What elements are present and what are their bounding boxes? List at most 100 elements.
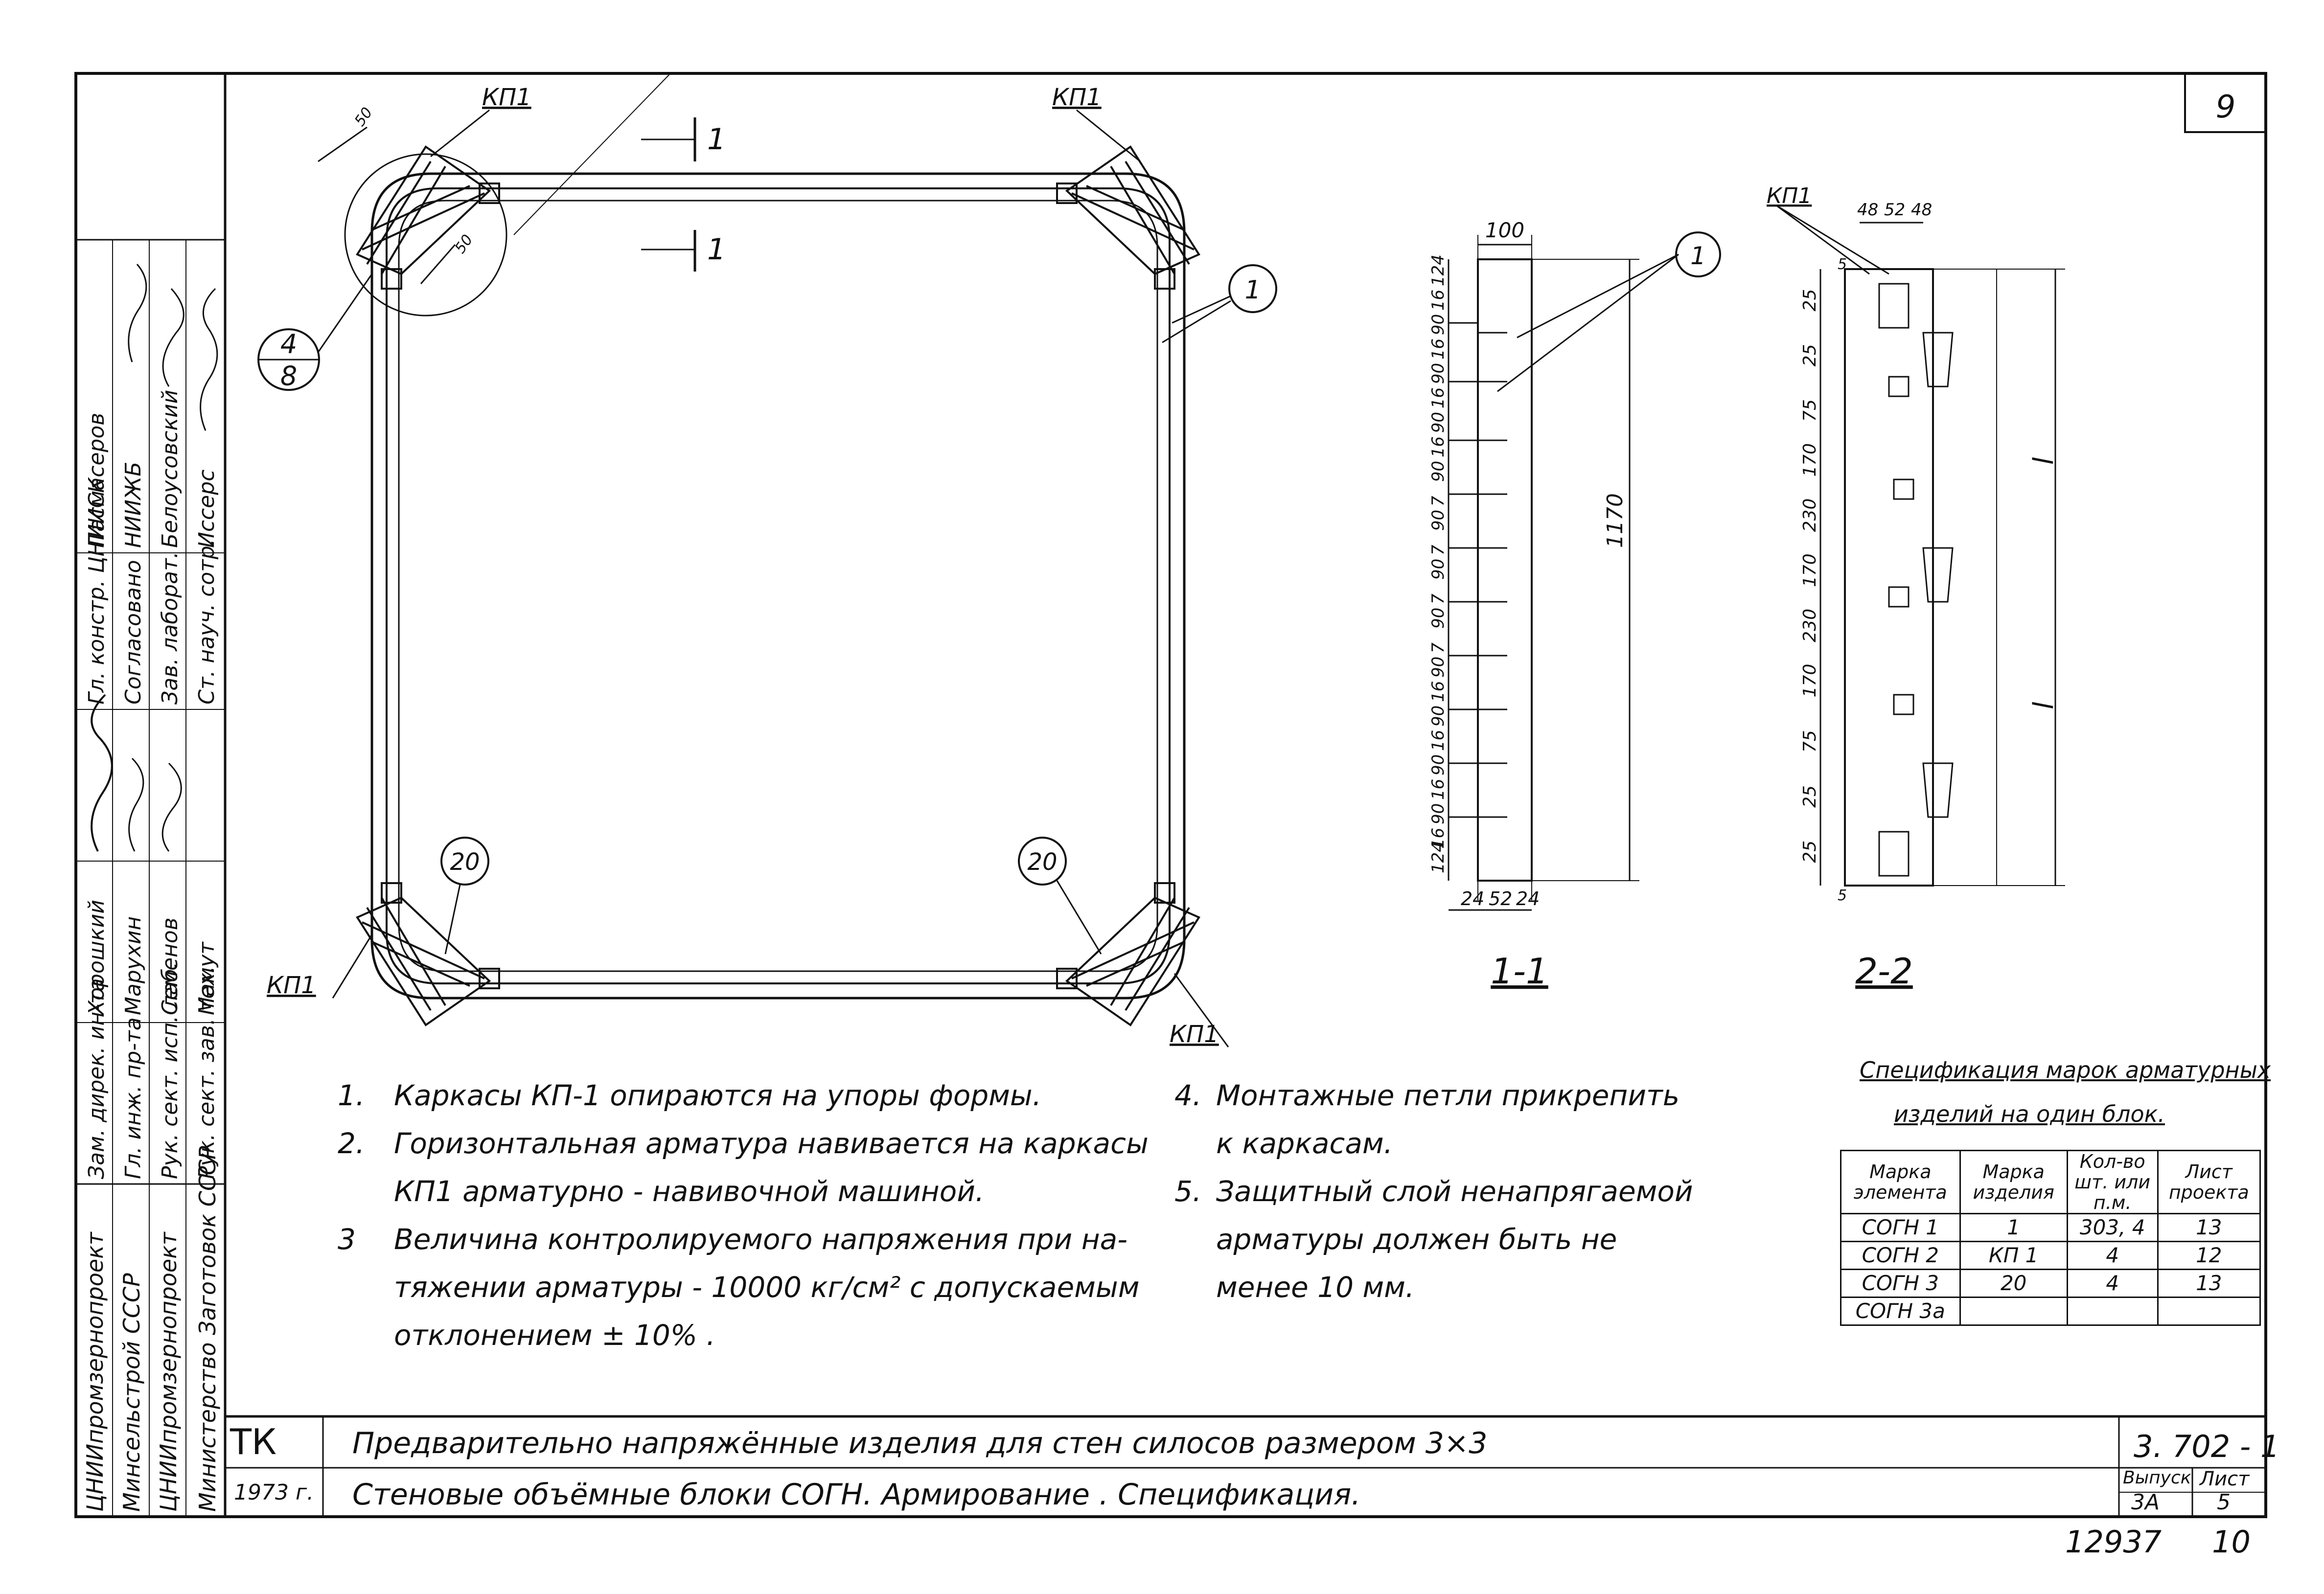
title-block-code: ТК (230, 1421, 277, 1462)
section-1-1-left-dim-2: 16 (1428, 290, 1448, 311)
dim-50-inner: 50 (452, 231, 477, 256)
section-1-1-title: 1-1 (1491, 951, 1548, 992)
spec-header-element: Марка элемента (1840, 1150, 1961, 1214)
section-1-1-left-dim-8: 16 (1428, 436, 1448, 457)
kp1-label-bottom-right: КП1 (1170, 1021, 1219, 1048)
section-1-1-left-dim-24: 16 (1428, 828, 1448, 849)
approval-position2-2: Согласовано (121, 560, 146, 705)
section-1-1-left-dim-25: 124 (1428, 842, 1448, 873)
approval-name-3: Семенов (158, 917, 183, 1015)
section-2-2-small-bottom: 5 (1838, 887, 1847, 904)
section-2-2-left-dim-9: 75 (1800, 730, 1820, 752)
spec-cell (2157, 1297, 2261, 1326)
section-1-1-bottom-dim-2: 52 (1489, 888, 1512, 910)
section-1-1-left-dim-18: 16 (1428, 681, 1448, 702)
section-1-1-left-dim-1: 124 (1428, 254, 1448, 286)
approval-name-2: Марухин (121, 916, 146, 1015)
spec-header-item: Марка изделия (1959, 1150, 2068, 1214)
section-1-1-left-dim-21: 90 (1428, 754, 1448, 775)
section-2-2: l l КП1 48 52 48 5 5 2-2 252575170230170… (1767, 183, 2065, 992)
approval-name-4: Мамут (194, 941, 219, 1015)
section-2-2-left-dim-5: 230 (1800, 499, 1820, 532)
org-line-4: Министерство Заготовок СССР (194, 1146, 221, 1512)
section-2-2-left-dim-8: 170 (1800, 664, 1820, 698)
section-1-1-left-dim-14: 7 (1428, 593, 1448, 604)
dim-50-top: 50 (351, 104, 376, 129)
section-1-1-left-dim-13: 90 (1428, 559, 1448, 580)
signature-1 (91, 694, 113, 852)
section-1-1-left-dim-16: 7 (1428, 642, 1448, 653)
sheet-number: 9 (2216, 89, 2236, 125)
detail-ref-top: 4 (280, 329, 297, 360)
section-2-2-left-dim-3: 75 (1800, 399, 1820, 422)
section-1-1-left-dim-7: 90 (1428, 412, 1448, 433)
section-1-1-left-dim-12: 7 (1428, 545, 1448, 555)
approval-position2-3: Зав. лаборат. (158, 551, 183, 705)
spec-cell: КП 1 (1959, 1241, 2068, 1270)
section-1-1-wall (1477, 258, 1533, 882)
signature-2 (128, 757, 144, 852)
detail-circle (344, 153, 507, 317)
section-1-1-left-dim-3: 90 (1428, 314, 1448, 335)
archive-number: 12937 (2065, 1524, 2162, 1560)
title-block-line-2: Стеновые объёмные блоки СОГН. Армировани… (352, 1478, 1361, 1512)
section-2-2-small-top: 5 (1838, 256, 1847, 273)
spec-cell: 1 (1959, 1213, 2068, 1242)
spec-cell (2066, 1297, 2159, 1326)
title-block-issue-label: Выпуск (2123, 1468, 2191, 1488)
section-2-2-left-dim-7: 230 (1800, 609, 1820, 642)
note-1: 1.Каркасы КП-1 опираются на упоры формы. (338, 1079, 1042, 1112)
rebar-callout-1 (1228, 264, 1277, 313)
section-1-1-height-dim: 1170 (1603, 493, 1628, 548)
corner-frame-bottom-right (1056, 882, 1200, 1026)
section-1-1-left-dim-9: 90 (1428, 461, 1448, 482)
approval-position-2: Гл. инж. пр-та (121, 1017, 146, 1179)
spec-title-line-1: Спецификация марок арматурных (1860, 1057, 2271, 1083)
approval-name2-3: Белоусовский (158, 390, 183, 548)
section-1-1-left-dim-4: 16 (1428, 339, 1448, 360)
signature-6 (128, 264, 147, 363)
section-2-2-left-dim-1: 25 (1800, 289, 1820, 312)
rebar-callout-20-left (440, 837, 489, 886)
frame-outer-contour (370, 172, 1186, 1000)
title-block-sheet: 5 (2217, 1490, 2231, 1515)
sheet-number-box (2184, 72, 2267, 133)
table-row: СОГН 3а (1840, 1297, 2261, 1326)
approval-position2-4: Ст. науч. сотр. (194, 539, 219, 705)
section-1-1-left-dim-17: 90 (1428, 657, 1448, 678)
title-block-series: 3. 702 - 1 (2134, 1429, 2280, 1464)
spec-cell: СОГН 2 (1840, 1241, 1961, 1270)
spec-header-sheet: Лист проекта (2157, 1150, 2261, 1214)
spec-cell: 303, 4 (2066, 1213, 2159, 1242)
section-2-2-left-dim-2: 25 (1800, 344, 1820, 366)
rebar-callout-20-right (1018, 837, 1067, 886)
section-1-1-left-dim-23: 90 (1428, 803, 1448, 824)
spec-cell: 20 (1959, 1269, 2068, 1298)
frame-inner-contour-1 (386, 187, 1171, 984)
approval-name2-4: Иссерс (194, 470, 219, 548)
section-1-1-left-dim-11: 90 (1428, 510, 1448, 531)
section-mark-1-bottom: 1 (707, 232, 726, 267)
title-block-line-1: Предварительно напряжённые изделия для с… (352, 1426, 1488, 1460)
title-block-sheet-label: Лист (2200, 1468, 2250, 1490)
spec-cell: 13 (2157, 1269, 2261, 1298)
section-2-2-top-dim-1: 48 (1857, 200, 1878, 220)
section-1-1-rebar-callout-label: 1 (1690, 242, 1706, 270)
spec-cell: 13 (2157, 1213, 2261, 1242)
approval-position-4: Рук. сект. зав. тех. (194, 966, 219, 1179)
kp1-label-bottom-left: КП1 (267, 972, 316, 999)
corner-frame-bottom-left (356, 882, 500, 1026)
spec-cell: 12 (2157, 1241, 2261, 1270)
notes-left: 1.Каркасы КП-1 опираются на упоры формы.… (338, 1071, 1149, 1359)
frame-inner-contour-2 (398, 200, 1158, 972)
section-mark-1-top: 1 (707, 122, 726, 157)
signature-3 (161, 762, 182, 852)
section-1-1-width-dim: 100 (1485, 218, 1524, 242)
spec-cell (1959, 1297, 2068, 1326)
title-block-issue: 3А (2131, 1490, 2160, 1515)
approval-strip: Зам. дирек. ин-та Гл. инж. пр-та Рук. се… (76, 239, 225, 1517)
